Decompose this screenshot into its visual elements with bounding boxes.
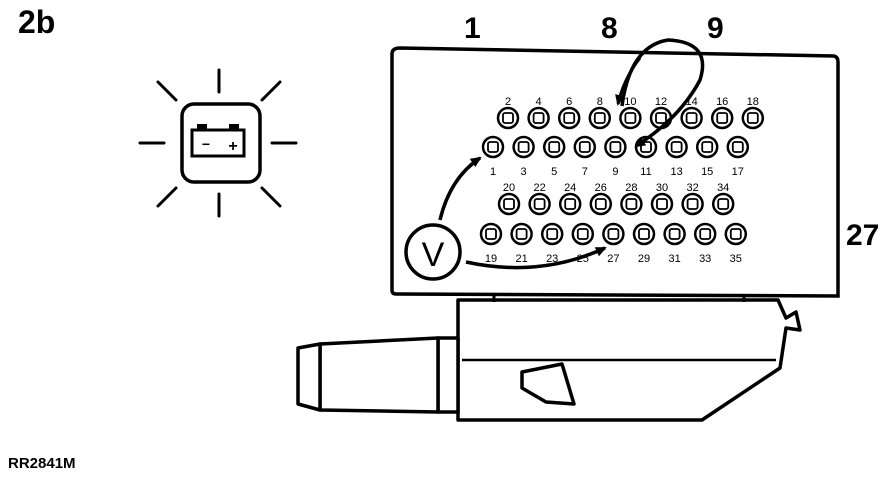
voltmeter-symbol: V: [422, 236, 445, 274]
pin-21: 21: [510, 222, 533, 265]
test-lead-to-pin-1: [438, 156, 482, 221]
callout-9: 9: [707, 12, 724, 45]
pin-label-19: 19: [485, 253, 497, 265]
pin-34: 34: [711, 182, 735, 216]
battery-plus-sign: +: [228, 138, 237, 155]
pin-2: 2: [496, 96, 520, 130]
pin-19: 19: [479, 222, 503, 265]
pin-30: 30: [650, 182, 674, 216]
voltmeter-icon: V: [404, 223, 462, 281]
pin-label-21: 21: [515, 253, 527, 265]
pin-label-13: 13: [670, 166, 682, 178]
pin-7: 7: [573, 135, 597, 178]
pin-26: 26: [589, 182, 613, 216]
pin-label-5: 5: [551, 166, 557, 178]
pin-32: 32: [681, 182, 704, 216]
pin-29: 29: [632, 222, 656, 265]
jumper-arrow-to-pin-8: [615, 57, 642, 106]
pin-4: 4: [527, 96, 550, 130]
pin-16: 16: [710, 96, 734, 130]
pin-label-10: 10: [624, 96, 636, 108]
pin-label-31: 31: [668, 253, 680, 265]
pin-label-23: 23: [546, 253, 558, 265]
pin-label-15: 15: [701, 166, 713, 178]
pin-label-33: 33: [699, 253, 711, 265]
pin-label-12: 12: [655, 96, 667, 108]
callout-1: 1: [464, 12, 481, 45]
figure-label: 2b: [18, 4, 56, 40]
pin-28: 28: [620, 182, 643, 216]
pin-label-34: 34: [717, 182, 729, 194]
pin-label-26: 26: [595, 182, 607, 194]
pin-label-6: 6: [566, 96, 572, 108]
pin-9: 9: [604, 135, 627, 178]
pin-label-32: 32: [686, 182, 698, 194]
pin-label-18: 18: [747, 96, 759, 108]
pin-14: 14: [680, 96, 703, 130]
pin-35: 35: [724, 222, 748, 265]
pin-label-30: 30: [656, 182, 668, 194]
battery-warning-icon: − +: [138, 68, 298, 218]
pin-10: 10: [619, 96, 642, 130]
callout-27: 27: [846, 219, 880, 252]
pin-label-8: 8: [597, 96, 603, 108]
callout-8: 8: [601, 12, 618, 45]
pin-label-20: 20: [503, 182, 515, 194]
pin-5: 5: [542, 135, 566, 178]
pin-label-7: 7: [582, 166, 588, 178]
pin-label-27: 27: [607, 253, 619, 265]
pin-31: 31: [663, 222, 686, 265]
pin-6: 6: [557, 96, 581, 130]
pin-24: 24: [558, 182, 582, 216]
pin-label-2: 2: [505, 96, 511, 108]
pin-15: 15: [695, 135, 719, 178]
pin-13: 13: [665, 135, 688, 178]
pin-label-29: 29: [638, 253, 650, 265]
pin-17: 17: [726, 135, 750, 178]
pin-label-4: 4: [536, 96, 542, 108]
test-lead-to-pin-27: [465, 246, 607, 270]
connector-plug-icon: [296, 292, 802, 422]
pin-23: 23: [540, 222, 564, 265]
pin-22: 22: [528, 182, 551, 216]
battery-minus-sign: −: [202, 136, 210, 152]
pin-20: 20: [497, 182, 521, 216]
pin-label-28: 28: [625, 182, 637, 194]
pin-label-9: 9: [612, 166, 618, 178]
pin-33: 33: [693, 222, 717, 265]
pin-label-17: 17: [732, 166, 744, 178]
pin-label-24: 24: [564, 182, 576, 194]
pin-18: 18: [741, 96, 765, 130]
pin-1: 1: [481, 135, 505, 178]
pin-label-35: 35: [730, 253, 742, 265]
pin-27: 27: [602, 222, 625, 265]
pin-3: 3: [512, 135, 535, 178]
pin-label-1: 1: [490, 166, 496, 178]
pin-label-11: 11: [640, 166, 651, 178]
pin-label-3: 3: [521, 166, 527, 178]
pin-label-22: 22: [533, 182, 545, 194]
pin-8: 8: [588, 96, 612, 130]
reference-code: RR2841M: [8, 455, 76, 472]
pin-label-16: 16: [716, 96, 728, 108]
